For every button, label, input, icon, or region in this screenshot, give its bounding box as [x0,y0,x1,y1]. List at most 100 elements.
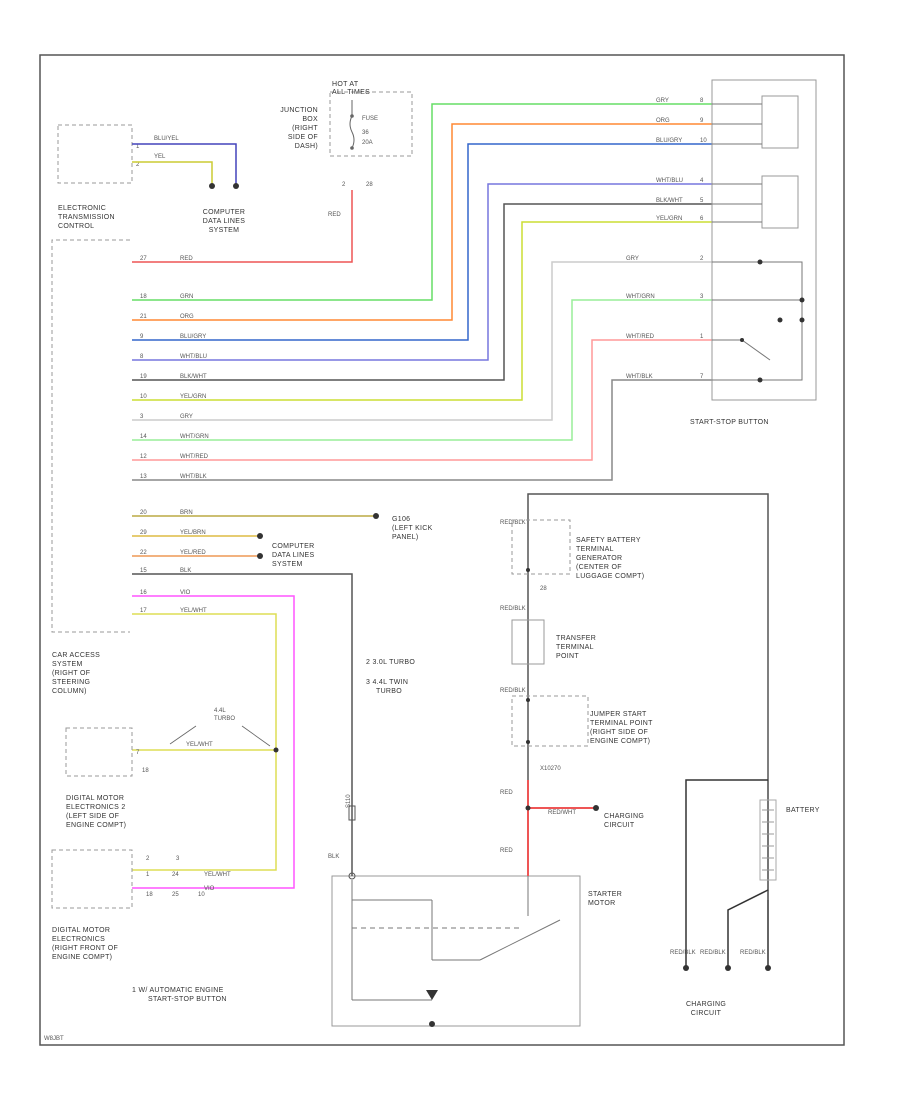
button-wire-top-2: BLU/GRY [656,138,682,144]
g106-label-2: (LEFT KICK [392,525,433,532]
cas-pin-8: 14 [140,434,147,440]
cdl2-label-2: DATA LINES [272,552,314,559]
battery-feed: RED/WHT CHARGING CIRCUIT RED/BLK RED/BLK… [500,493,769,876]
dme-module: 2 3 1 24 18 25 10 YEL/WHT VIO DIGITAL MO… [51,849,231,1003]
cas-wire-label-6: YEL/GRN [180,394,206,400]
dme-pin-e: 18 [146,892,153,898]
g106-label-1: G106 [392,516,410,523]
jb-label-5: DASH) [295,143,318,150]
dme2-label-4: ENGINE COMPT) [66,822,126,829]
cas-wire-label-9: WHT/RED [180,454,209,460]
battery-label: BATTERY [786,807,820,814]
dme2-pin-b: 18 [142,768,149,774]
cas-label-5: COLUMN) [52,688,87,695]
battery: BATTERY RED/BLK RED/BLK RED/BLK CHARGING… [670,779,820,1017]
splice-label: S110 [346,794,352,808]
cas-pin-11: 20 [140,510,147,516]
ground-label: X10270 [540,766,561,772]
cas-wire-label-16: YEL/WHT [180,608,207,614]
safety-label-4: (CENTER OF [576,564,622,571]
blk-wire-label: BLK [328,854,339,860]
batt-wire-1: RED/BLK [670,950,696,956]
cas-wire-label-8: WHT/GRN [180,434,209,440]
cas-pin-12: 29 [140,530,147,536]
dme2-label-2: ELECTRONICS 2 [66,804,126,811]
dme-pin-g: 10 [198,892,205,898]
etc-label-2: TRANSMISSION [58,214,115,221]
jb-label-1: JUNCTION [280,107,318,114]
starter-label-2: MOTOR [588,900,615,907]
dme2-label-1: DIGITAL MOTOR [66,795,124,802]
etc-pin-2: 2 [136,162,140,168]
cas-pin-3: 9 [140,334,144,340]
note-1: 1 W/ AUTOMATIC ENGINE [132,987,224,994]
dme2-module: 7 18 YEL/WHT 4.4L TURBO DIGITAL MOTOR EL… [65,708,271,829]
diagram-frame [39,54,845,1046]
batt-wire-2: RED/BLK [700,950,726,956]
dme-wire-1: YEL/WHT [204,872,231,878]
red-blk-2: RED/BLK [500,606,526,612]
red-wht-label: RED/WHT [548,810,576,816]
button-pin-low-3: 7 [700,374,704,380]
cas-pin-5: 19 [140,374,147,380]
transfer-label-1: TRANSFER [556,635,596,642]
note-2: 2 3.0L TURBO [366,659,415,666]
etc-label-1: ELECTRONIC [58,205,106,212]
cas-label-4: STEERING [52,679,90,686]
red-blk-3: RED/BLK [500,688,526,694]
charging-1-label-2: CIRCUIT [604,822,635,829]
button-pin-top-4: 5 [700,198,704,204]
dme-pin-c: 1 [146,872,150,878]
hot-at-label-2: ALL TIMES [332,89,370,96]
safety-label-2: TERMINAL [576,546,614,553]
dme-pin-a: 2 [146,856,150,862]
dme-label-1: DIGITAL MOTOR [52,927,110,934]
cas-pin-15: 16 [140,590,147,596]
cas-pin-13: 22 [140,550,147,556]
red-blk-1: RED/BLK [500,520,526,526]
dme-pin-f: 25 [172,892,179,898]
cas-wire-label-2: ORG [180,314,194,320]
cas-wire-label-1: GRN [180,294,193,300]
cas-label-1: CAR ACCESS [52,652,100,659]
diagram-id: W8JBT [44,1036,64,1042]
safety-label-1: SAFETY BATTERY [576,537,641,544]
etc-pin-1: 1 [136,144,140,150]
cas-pin-0: 27 [140,256,147,262]
jumper-label-1: JUMPER START [590,711,647,718]
dme2-pin-a: 7 [136,750,140,756]
fuse-label-1: FUSE [362,116,378,122]
jumper-label-3: (RIGHT SIDE OF [590,729,648,736]
button-wire-low-0: GRY [626,256,639,262]
button-pin-top-1: 9 [700,118,704,124]
cas-pin-1: 18 [140,294,147,300]
button-wire-top-0: GRY [656,98,669,104]
dme-pin-b: 3 [176,856,180,862]
cas-wire-label-4: WHT/BLU [180,354,207,360]
button-pin-top-3: 4 [700,178,704,184]
dme-wire-2: VIO [204,886,215,892]
note-3a: 3 4.4L TWIN [366,679,408,686]
safety-pin: 28 [540,586,547,592]
etc-wire-1: BLU/YEL [154,136,179,142]
etc-label-3: CONTROL [58,223,94,230]
button-wire-low-2: WHT/RED [626,334,655,340]
cas-pin-6: 10 [140,394,147,400]
button-wire-low-3: WHT/BLK [626,374,653,380]
g106-label-3: PANEL) [392,534,419,541]
jb-label-2: BOX [302,116,318,123]
dme-label-2: ELECTRONICS [52,936,105,943]
batt-wire-3: RED/BLK [740,950,766,956]
cas-pin-14: 15 [140,568,147,574]
red-wire-label: RED [328,212,341,218]
cdl1-label-2: DATA LINES [203,218,245,225]
button-pin-low-0: 2 [700,256,704,262]
button-pin-top-0: 8 [700,98,704,104]
safety-label-3: GENERATOR [576,555,622,562]
charging-1-label-1: CHARGING [604,813,644,820]
cdl2-label-3: SYSTEM [272,561,303,568]
transfer-label-3: POINT [556,653,579,660]
charging-2-label-2: CIRCUIT [691,1010,722,1017]
